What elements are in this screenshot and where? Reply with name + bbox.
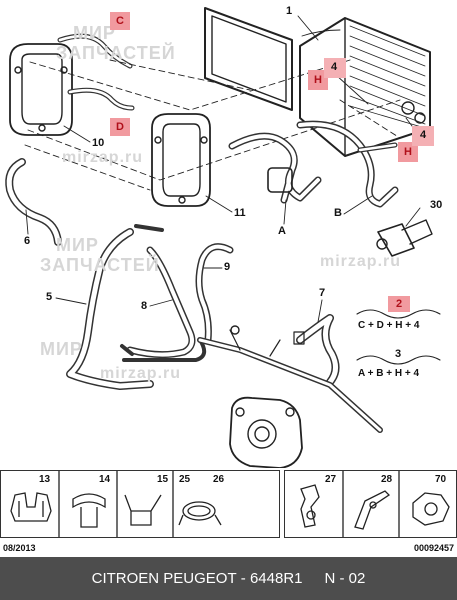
part-number: 27 bbox=[325, 474, 337, 485]
kit-3-number: 3 bbox=[395, 348, 402, 360]
revision-date: 08/2013 bbox=[3, 543, 36, 553]
gasket-plate-10 bbox=[9, 43, 73, 136]
watermark: mirzap.ru bbox=[62, 149, 144, 166]
callout-4-highlight bbox=[412, 126, 434, 146]
coolant-rail bbox=[197, 325, 383, 433]
watermark: mirzap.ru bbox=[320, 253, 402, 270]
label-part-6: 6 bbox=[24, 235, 31, 247]
clip-illustrations bbox=[10, 471, 222, 537]
part-number: 28 bbox=[381, 474, 393, 485]
part-number: 26 bbox=[213, 474, 225, 485]
document-code: 00092457 bbox=[413, 543, 454, 553]
label-part-4: 4 bbox=[331, 61, 338, 73]
callout-h: H bbox=[398, 142, 418, 162]
callout-4-highlight bbox=[324, 58, 346, 78]
part-number: 14 bbox=[99, 474, 111, 485]
callout-kit-2: 2 bbox=[388, 296, 410, 312]
label-part-8: 8 bbox=[141, 300, 148, 312]
part-number: 13 bbox=[39, 474, 51, 485]
footer-brand: CITROEN PEUGEOT bbox=[91, 570, 237, 587]
hose-b bbox=[296, 120, 399, 208]
parts-group-left: 13 14 15 25 26 bbox=[0, 470, 280, 538]
kit-2-formula: C + D + H + 4 bbox=[358, 320, 420, 331]
hose-5 bbox=[66, 224, 164, 390]
footer-bar: CITROEN PEUGEOT - 6448R1 N - 02 bbox=[0, 557, 457, 600]
part-number: 70 bbox=[435, 474, 447, 485]
parts-group-right: 27 28 70 bbox=[284, 470, 457, 538]
kit-separator-top bbox=[356, 309, 441, 319]
hose-7 bbox=[293, 314, 340, 386]
accessory-parts-strip: 13 14 15 25 26 27 28 70 bbox=[0, 470, 457, 542]
label-part-9: 9 bbox=[224, 261, 231, 273]
part-number: 25 bbox=[179, 474, 191, 485]
label-part-1: 1 bbox=[286, 5, 293, 17]
watermark: МИР bbox=[73, 23, 116, 43]
hose-6 bbox=[5, 158, 62, 246]
dashed-guides bbox=[24, 59, 401, 191]
callout-d: D bbox=[110, 118, 130, 136]
hose-9 bbox=[195, 243, 234, 344]
hose-8 bbox=[120, 246, 207, 362]
thermostat-housing bbox=[229, 396, 303, 468]
watermark: МИР bbox=[56, 235, 99, 255]
label-part-b: B bbox=[334, 207, 342, 219]
label-part-4: 4 bbox=[420, 129, 427, 141]
kit-separator-bottom bbox=[356, 355, 441, 365]
watermark: МИР bbox=[40, 339, 83, 359]
watermark: mirzap.ru bbox=[100, 365, 182, 382]
callout-h: H bbox=[308, 70, 328, 90]
fastener-illustrations bbox=[300, 471, 450, 537]
hose-a bbox=[228, 132, 322, 204]
part-number: 15 bbox=[157, 474, 169, 485]
watermark: ЗАПЧАСТЕЙ bbox=[40, 255, 160, 275]
label-part-10: 10 bbox=[92, 137, 105, 149]
footer-separator: - bbox=[236, 570, 250, 587]
label-part-5: 5 bbox=[46, 291, 53, 303]
label-part-a: A bbox=[278, 225, 286, 237]
sensor-30 bbox=[376, 219, 433, 257]
label-part-7: 7 bbox=[319, 287, 326, 299]
label-part-30: 30 bbox=[430, 199, 443, 211]
footer-part-number: 6448R1 bbox=[249, 570, 303, 587]
label-part-11: 11 bbox=[234, 207, 246, 219]
gasket-plate-11 bbox=[151, 113, 211, 207]
watermark: ЗАПЧАСТЕЙ bbox=[56, 43, 176, 63]
callout-c: C bbox=[110, 12, 130, 30]
footer-page: N - 02 bbox=[324, 570, 366, 587]
hose-diagram bbox=[5, 7, 441, 468]
kit-3-formula: A + B + H + 4 bbox=[358, 368, 420, 379]
